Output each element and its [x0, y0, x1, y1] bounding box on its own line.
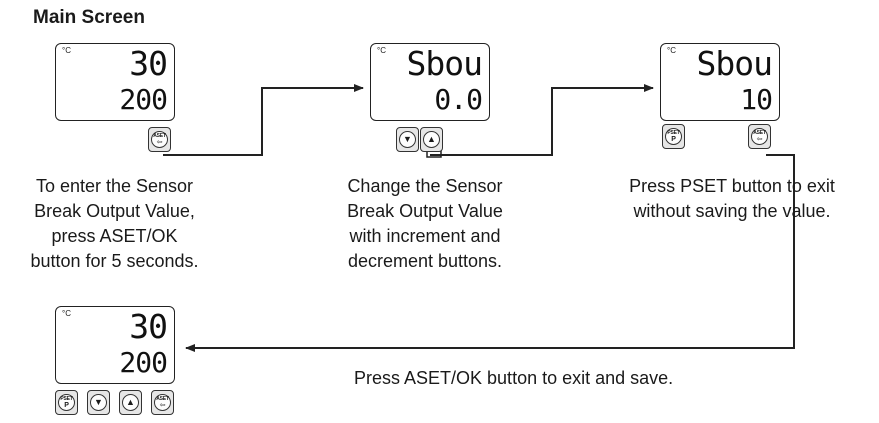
change-instruction-line: with increment and	[349, 226, 501, 246]
decrement-button[interactable]: ▼	[87, 390, 110, 415]
sv-value: 200	[119, 346, 168, 379]
change-instruction-line: Change the Sensor	[347, 176, 503, 196]
enter-instruction-line: To enter the Sensor	[35, 176, 194, 196]
pv-value: 30	[129, 307, 168, 346]
change-instruction-line: decrement buttons.	[347, 251, 503, 271]
decrement-button-face: ▼	[399, 131, 416, 148]
aset-button-label: ASET	[153, 132, 166, 139]
aset-button-face: ASET ⇦	[751, 128, 768, 145]
unit-label: °C	[62, 46, 71, 55]
pset-button[interactable]: PSET P	[662, 124, 685, 149]
pset-button-face: PSET P	[665, 128, 682, 145]
aset-button[interactable]: ASET ⇦	[748, 124, 771, 149]
main-screen-display: °C 30 200	[55, 43, 175, 121]
pset-button-sub: P	[64, 401, 69, 409]
up-triangle-icon: ▲	[126, 397, 135, 407]
down-triangle-icon: ▼	[403, 134, 412, 144]
change-instruction-line: Break Output Value	[347, 201, 503, 221]
aset-button[interactable]: ASET ⇦	[148, 127, 171, 152]
aset-button-face: ASET ⇦	[151, 131, 168, 148]
pset-button-sub: P	[671, 135, 676, 143]
down-triangle-icon: ▼	[94, 397, 103, 407]
exit-no-save-instruction: Press PSET button to exit without saving…	[592, 174, 872, 224]
connector-pset-bracket	[426, 150, 442, 158]
pset-button-label: PSET	[60, 395, 73, 402]
parameter-code: Sbou	[696, 44, 773, 83]
enter-arrow-icon: ⇦	[756, 135, 763, 143]
enter-instruction-line: press ASET/OK	[51, 226, 178, 246]
parameter-value: 0.0	[434, 83, 483, 116]
increment-button-face: ▲	[423, 131, 440, 148]
pset-button-face: PSET P	[58, 394, 75, 411]
final-screen-display: °C 30 200	[55, 306, 175, 384]
unit-label: °C	[667, 46, 676, 55]
page-title: Main Screen	[33, 7, 145, 28]
aset-button[interactable]: ASET ⇦	[151, 390, 174, 415]
up-triangle-icon: ▲	[427, 134, 436, 144]
enter-instruction-line: button for 5 seconds.	[30, 251, 199, 271]
change-instruction: Change the Sensor Break Output Value wit…	[325, 174, 525, 274]
decrement-button[interactable]: ▼	[396, 127, 419, 152]
parameter-value: 10	[740, 83, 773, 116]
exit-save-instruction: Press ASET/OK button to exit and save.	[354, 368, 674, 388]
aset-button-label: ASET	[753, 129, 766, 136]
enter-instruction-line: Break Output Value,	[34, 201, 195, 221]
increment-button[interactable]: ▲	[119, 390, 142, 415]
aset-button-face: ASET ⇦	[154, 394, 171, 411]
unit-label: °C	[62, 309, 71, 318]
increment-button[interactable]: ▲	[420, 127, 443, 152]
parameter-code: Sbou	[406, 44, 483, 83]
decrement-button-face: ▼	[90, 394, 107, 411]
enter-arrow-icon: ⇦	[156, 138, 163, 146]
aset-button-label: ASET	[156, 395, 169, 402]
sv-value: 200	[119, 83, 168, 116]
pset-button-label: PSET	[667, 129, 680, 136]
pv-value: 30	[129, 44, 168, 83]
change-value-display: °C Sbou 0.0	[370, 43, 490, 121]
enter-arrow-icon: ⇦	[159, 401, 166, 409]
connector-change-to-pset	[430, 84, 654, 156]
pset-button[interactable]: PSET P	[55, 390, 78, 415]
enter-instruction: To enter the Sensor Break Output Value, …	[7, 174, 222, 274]
increment-button-face: ▲	[122, 394, 139, 411]
connector-pset-to-final	[185, 154, 795, 352]
exit-no-save-instruction-line: Press PSET button to exit	[629, 176, 835, 196]
unit-label: °C	[377, 46, 386, 55]
pset-screen-display: °C Sbou 10	[660, 43, 780, 121]
connector-main-to-change	[163, 84, 364, 156]
exit-no-save-instruction-line: without saving the value.	[633, 201, 831, 221]
